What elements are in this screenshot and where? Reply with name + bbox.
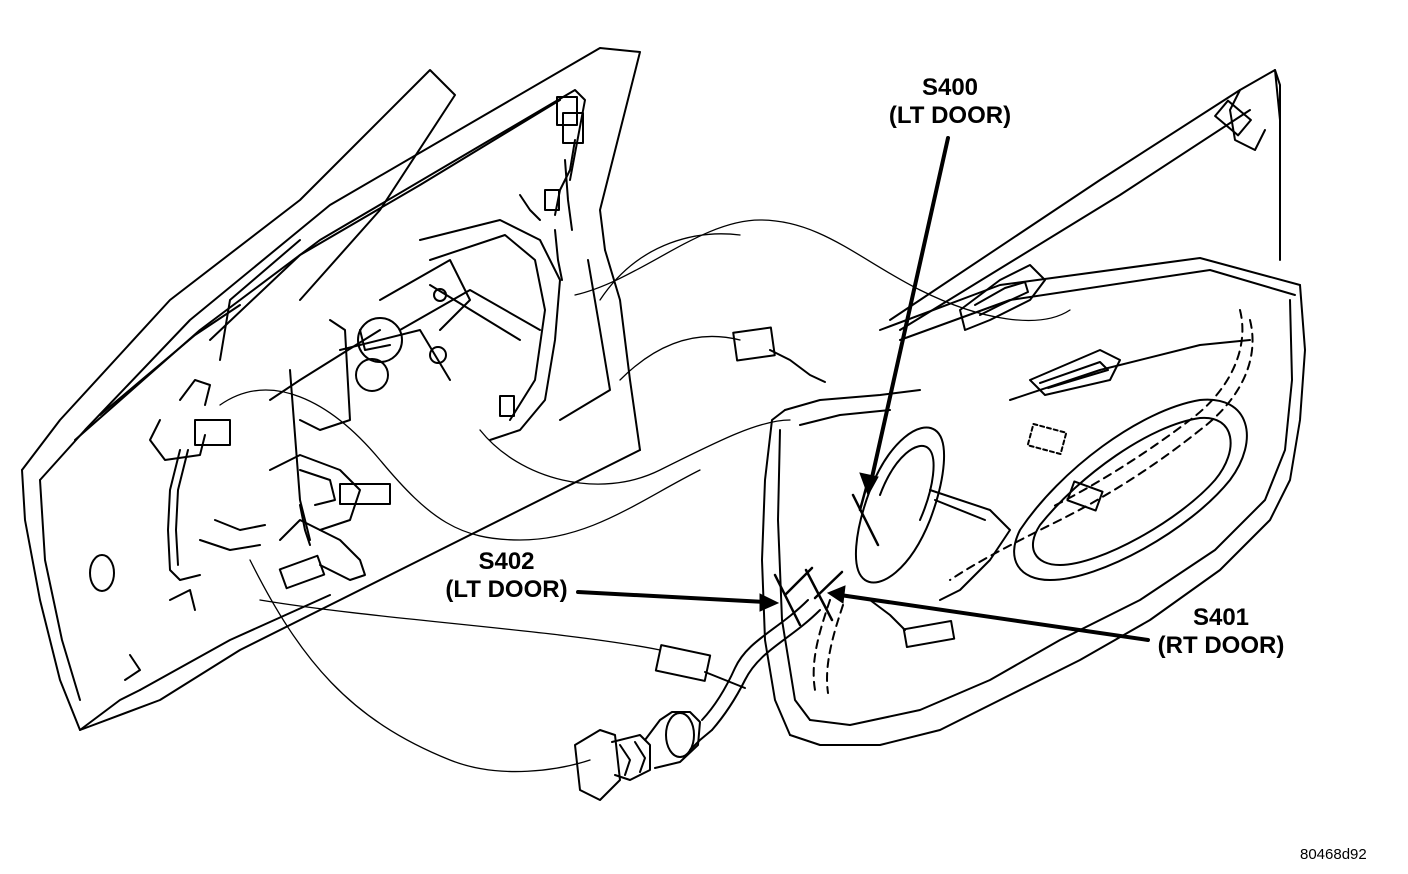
s400-callout: S400 (LT DOOR): [880, 74, 1020, 130]
mid-connector: [499, 326, 826, 417]
hinge-bracket: [149, 379, 231, 461]
splice-s401-mark: [804, 568, 844, 622]
splice-s400-mark: [851, 486, 880, 547]
trim-harness-dashed: [812, 309, 1254, 694]
s402-callout: S402 (LT DOOR): [434, 548, 579, 604]
figure-id: 80468d92: [1300, 846, 1367, 863]
s401-location: (RT DOOR): [1157, 632, 1285, 659]
mirror-switch-bezel: [1214, 99, 1252, 137]
harness-loops: [219, 219, 1071, 773]
s400-location: (LT DOOR): [888, 102, 1012, 129]
door-harness: [654, 599, 821, 751]
s402-leader-arrow: [576, 590, 780, 612]
s402-location: (LT DOOR): [445, 576, 568, 603]
s401-code: S401: [1192, 604, 1250, 631]
door-hole: [89, 554, 115, 592]
latch-assembly: [269, 454, 391, 590]
armrest: [959, 264, 1251, 581]
trim-panel: [761, 69, 1306, 746]
s400-leader-arrow: [859, 136, 950, 497]
s402-code: S402: [478, 548, 535, 575]
door-frame: [21, 47, 641, 731]
window-regulator: [289, 219, 561, 541]
upper-connectors: [519, 96, 584, 281]
trim-connectors: [869, 422, 1104, 649]
s401-callout: S401 (RT DOOR): [1146, 604, 1296, 660]
s400-code: S400: [921, 74, 979, 101]
left-harness: [167, 449, 266, 581]
s401-leader-arrow: [826, 585, 1150, 642]
window-opening: [209, 99, 561, 401]
grommet-boot: [574, 711, 701, 801]
speaker-opening: [855, 426, 1011, 601]
